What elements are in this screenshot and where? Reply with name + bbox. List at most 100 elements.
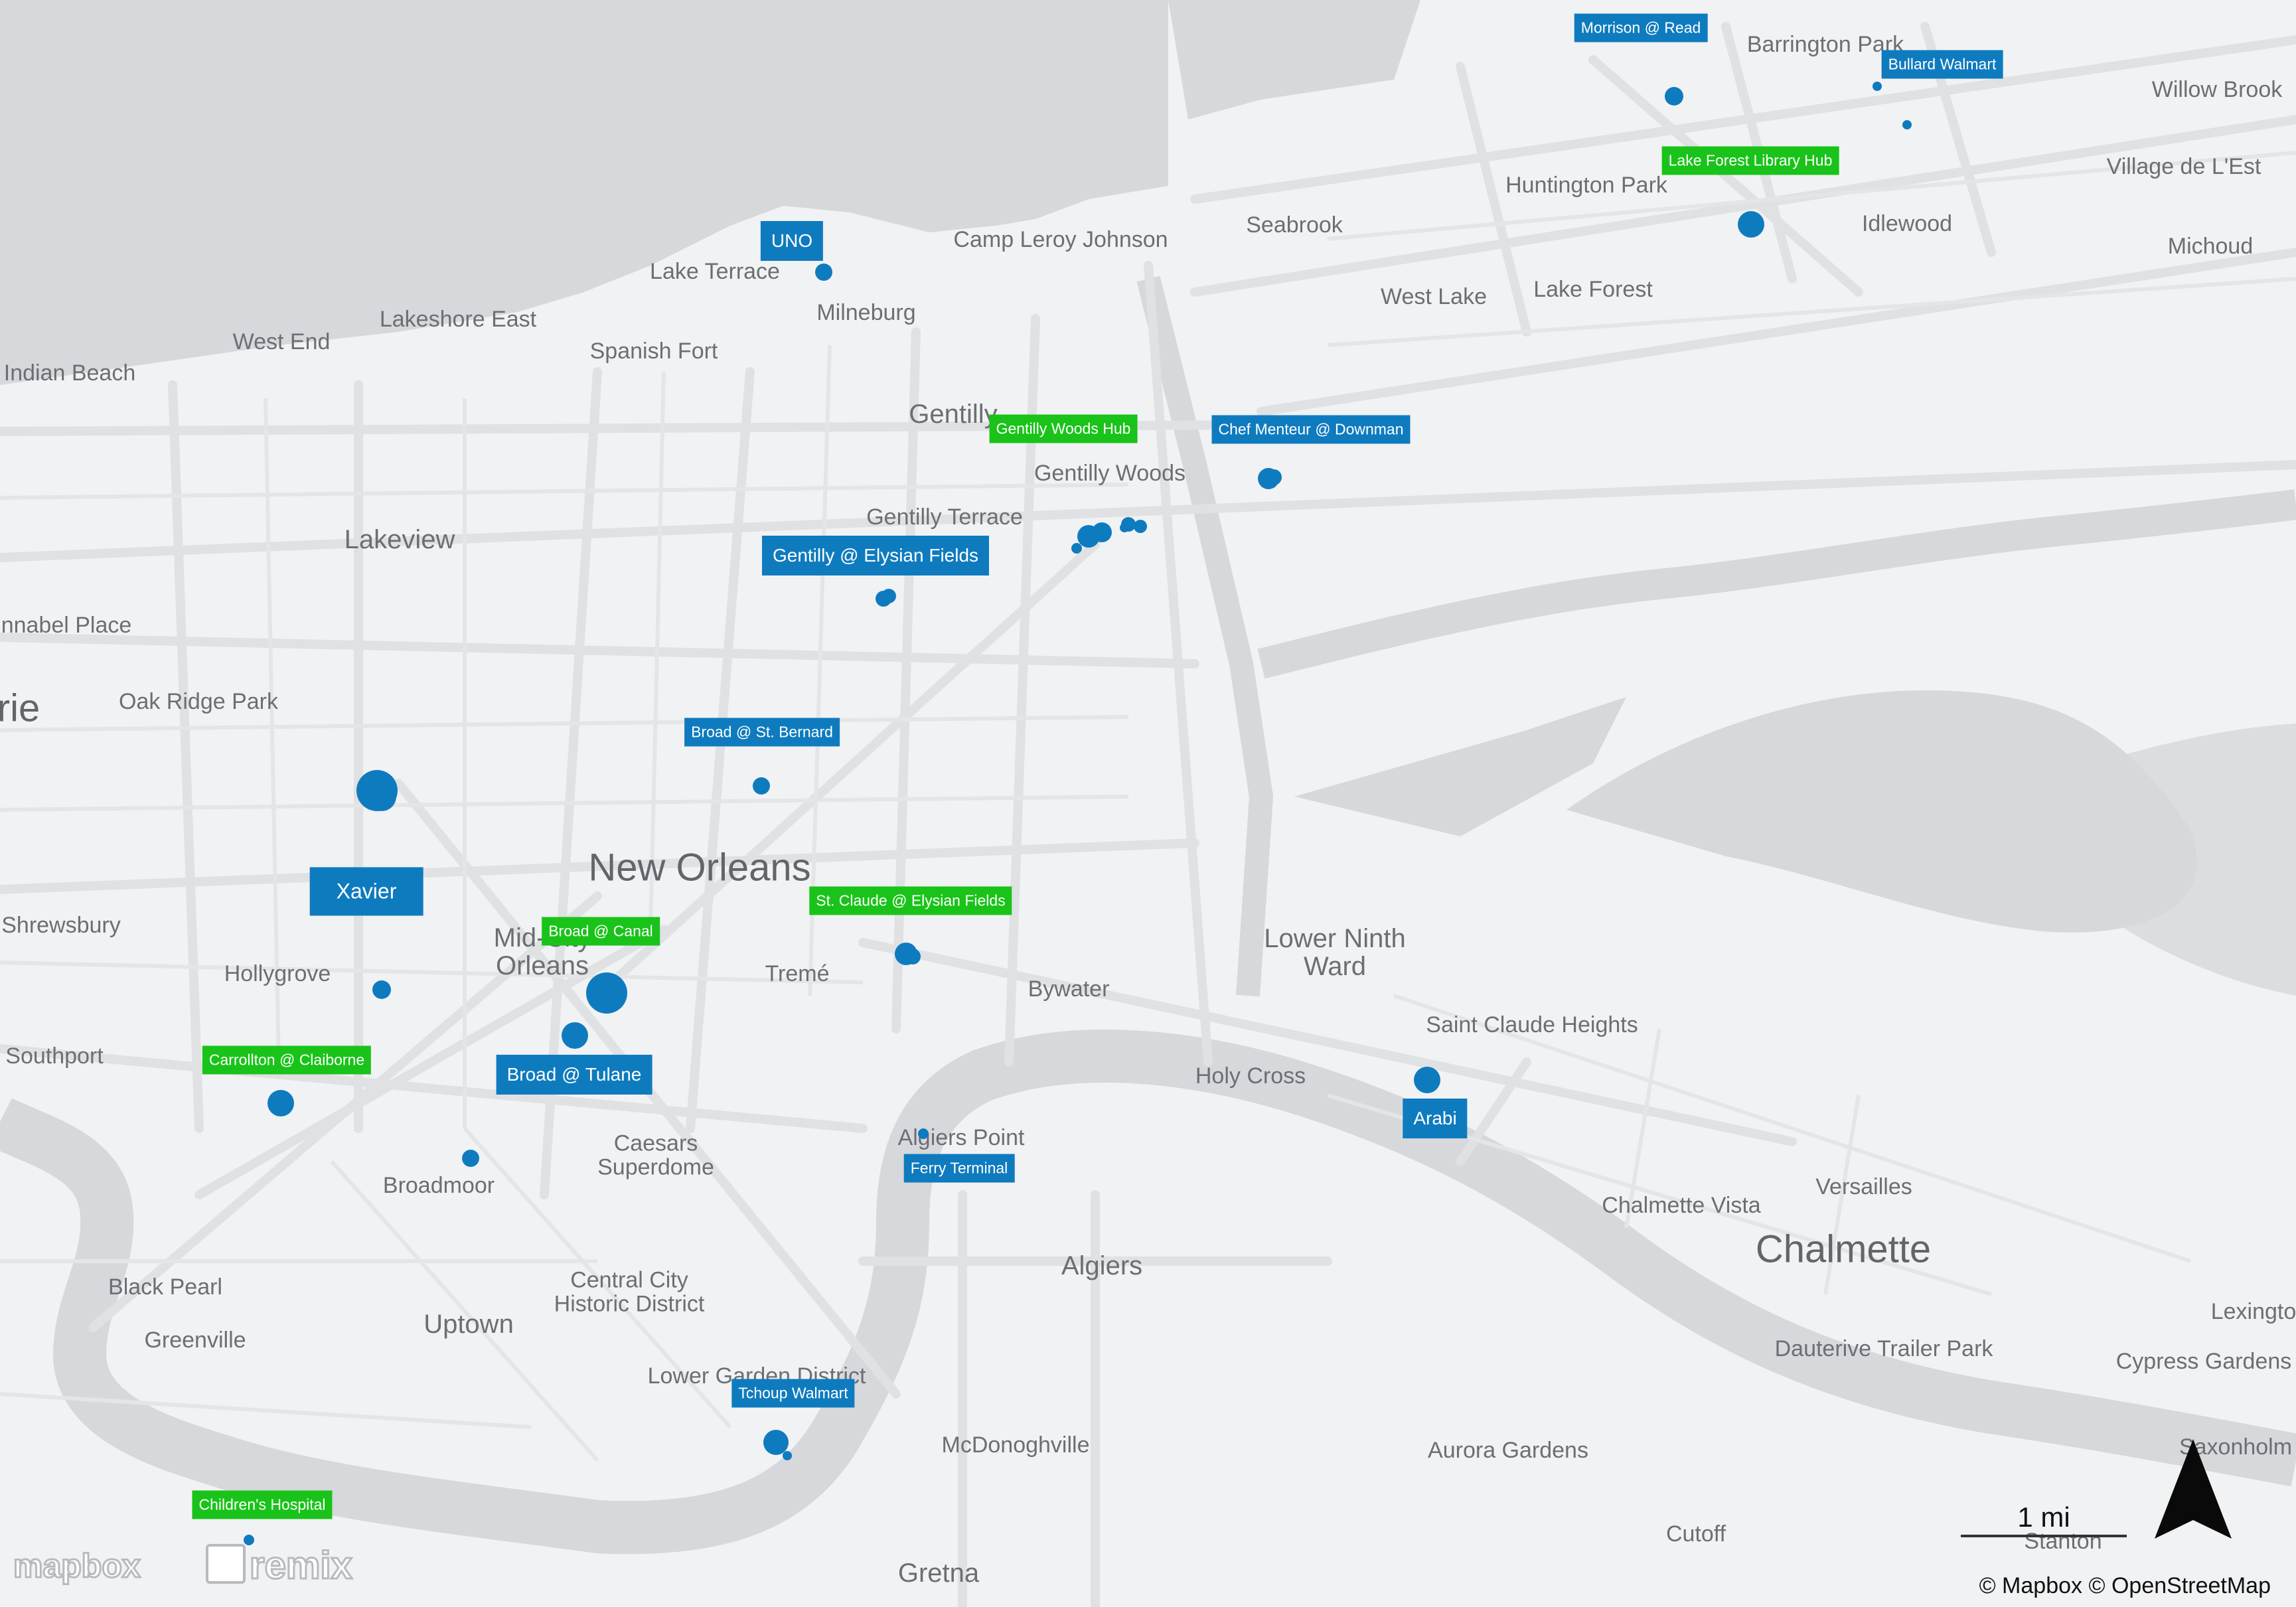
place-label-bywater: Bywater (1028, 976, 1110, 1002)
stop-marker[interactable] (268, 1090, 294, 1116)
place-label-spanish-fort: Spanish Fort (589, 339, 718, 364)
place-label-lakeview: Lakeview (344, 525, 455, 554)
stop-marker[interactable] (1120, 523, 1129, 532)
place-label-seabrook: Seabrook (1246, 212, 1343, 238)
place-label-gentilly-terrace: Gentilly Terrace (866, 504, 1023, 530)
remix-logo-icon (206, 1544, 246, 1584)
place-label-village-de-lest: Village de L'Est (2106, 154, 2261, 180)
place-label-gretna: Gretna (897, 1559, 980, 1588)
place-label-stanton: Stanton (2024, 1529, 2102, 1555)
place-label-lake-terrace: Lake Terrace (650, 259, 780, 285)
stop-marker[interactable] (586, 972, 627, 1014)
place-label-cypress-gardens: Cypress Gardens (2115, 1349, 2292, 1375)
scale-label: 1 mi (2017, 1501, 2070, 1533)
place-label-gentilly: Gentilly (909, 400, 998, 429)
stop-marker[interactable] (1738, 211, 1764, 238)
place-label-hollygrove: Hollygrove (224, 961, 331, 987)
place-label-rie: rie (0, 686, 40, 730)
place-label-black-pearl: Black Pearl (108, 1274, 222, 1300)
stop-marker[interactable] (562, 1022, 588, 1049)
place-label-lakeshore-east: Lakeshore East (379, 307, 537, 333)
stop-label-st-claude-elysian-fields[interactable]: St. Claude @ Elysian Fields (809, 886, 1012, 915)
remix-logo-text: remix (249, 1543, 354, 1588)
stop-marker[interactable] (1414, 1067, 1440, 1093)
place-label-annabel-place: nnabel Place (1, 613, 132, 639)
stop-marker[interactable] (1092, 522, 1112, 542)
place-label-new-orleans: New Orleans (588, 846, 811, 889)
place-label-oak-ridge-park: Oak Ridge Park (119, 689, 278, 715)
stop-label-bullard-walmart[interactable]: Bullard Walmart (1881, 50, 2003, 79)
stop-label-gentilly-woods-hub[interactable]: Gentilly Woods Hub (989, 414, 1138, 443)
scale-bar: 1 mi (1961, 1501, 2127, 1537)
stop-marker[interactable] (1134, 520, 1147, 533)
place-label-aurora-gardens: Aurora Gardens (1428, 1438, 1588, 1464)
place-label-chalmette: Chalmette (1755, 1227, 1932, 1271)
place-label-southport: Southport (5, 1043, 104, 1069)
stop-label-childrens-hospital[interactable]: Children's Hospital (192, 1490, 333, 1519)
stop-marker[interactable] (1902, 120, 1912, 129)
north-arrow-icon (2153, 1439, 2233, 1549)
stop-marker[interactable] (462, 1150, 479, 1167)
stop-marker[interactable] (763, 1430, 789, 1455)
stop-label-lake-forest-library-hub[interactable]: Lake Forest Library Hub (1661, 146, 1839, 175)
place-label-mcdonoghville: McDonoghville (941, 1432, 1090, 1458)
place-label-west-lake: West Lake (1380, 284, 1488, 310)
stop-label-gentilly-elysian-fields[interactable]: Gentilly @ Elysian Fields (761, 536, 990, 575)
stop-marker[interactable] (815, 264, 832, 281)
place-label-lake-forest: Lake Forest (1533, 277, 1653, 303)
stop-label-arabi[interactable]: Arabi (1403, 1099, 1468, 1138)
stop-label-broad-tulane[interactable]: Broad @ Tulane (496, 1055, 652, 1095)
place-label-holy-cross: Holy Cross (1195, 1063, 1306, 1089)
place-label-versailles: Versailles (1815, 1174, 1912, 1200)
mapbox-logo: mapbox (13, 1547, 142, 1586)
place-label-barrington-park: Barrington Park (1746, 32, 1904, 58)
place-label-algiers: Algiers (1061, 1251, 1143, 1280)
stop-marker[interactable] (1873, 82, 1882, 91)
stop-marker[interactable] (918, 1128, 929, 1139)
mapbox-logo-text: mapbox (13, 1547, 142, 1586)
place-label-greenville: Greenville (144, 1328, 246, 1353)
stop-marker[interactable] (1071, 543, 1082, 554)
stop-marker[interactable] (1266, 469, 1282, 485)
stop-label-ferry-terminal[interactable]: Ferry Terminal (903, 1154, 1015, 1183)
place-label-chalmette-vista: Chalmette Vista (1602, 1193, 1761, 1219)
place-label-treme: Tremé (765, 961, 830, 987)
remix-logo: remix (206, 1543, 354, 1588)
place-label-dauterive: Dauterive Trailer Park (1774, 1336, 1993, 1362)
stop-label-uno[interactable]: UNO (760, 221, 824, 261)
stop-marker[interactable] (367, 782, 396, 811)
stop-label-tchoup-walmart[interactable]: Tchoup Walmart (731, 1379, 855, 1408)
stop-marker[interactable] (783, 1451, 792, 1460)
place-label-willow-brook: Willow Brook (2151, 77, 2283, 103)
place-label-camp-leroy-johnson: Camp Leroy Johnson (953, 227, 1168, 253)
stop-marker[interactable] (753, 777, 770, 795)
stop-label-chef-menteur-downman[interactable]: Chef Menteur @ Downman (1211, 415, 1411, 444)
place-label-cutoff: Cutoff (1665, 1521, 1726, 1547)
place-label-milneburg: Milneburg (816, 300, 916, 326)
mississippi-river (0, 1030, 2296, 1555)
place-label-shrewsbury: Shrewsbury (1, 913, 121, 939)
stop-label-xavier[interactable]: Xavier (309, 867, 423, 916)
place-label-west-end: West End (232, 329, 331, 355)
scale-bar-line (1961, 1535, 2127, 1537)
place-label-huntington-park: Huntington Park (1505, 173, 1667, 198)
stop-marker[interactable] (372, 980, 391, 999)
place-label-lexington: Lexingto (2210, 1299, 2296, 1325)
stop-label-morrison-read[interactable]: Morrison @ Read (1574, 13, 1708, 42)
place-label-gentilly-woods: Gentilly Woods (1033, 461, 1186, 487)
stop-label-broad-st-bernard[interactable]: Broad @ St. Bernard (684, 718, 840, 747)
place-label-saint-claude-heights: Saint Claude Heights (1426, 1012, 1638, 1038)
stop-marker[interactable] (1665, 87, 1683, 106)
place-label-uptown: Uptown (423, 1310, 514, 1339)
stop-label-broad-canal[interactable]: Broad @ Canal (542, 917, 660, 946)
stop-label-carrollton-claiborne[interactable]: Carrollton @ Claiborne (202, 1045, 372, 1075)
stop-marker[interactable] (244, 1535, 254, 1545)
lake-pontchartrain (0, 0, 1168, 385)
stop-marker[interactable] (905, 949, 921, 964)
stop-marker[interactable] (881, 589, 896, 603)
map-attribution[interactable]: © Mapbox © OpenStreetMap (1979, 1573, 2271, 1598)
